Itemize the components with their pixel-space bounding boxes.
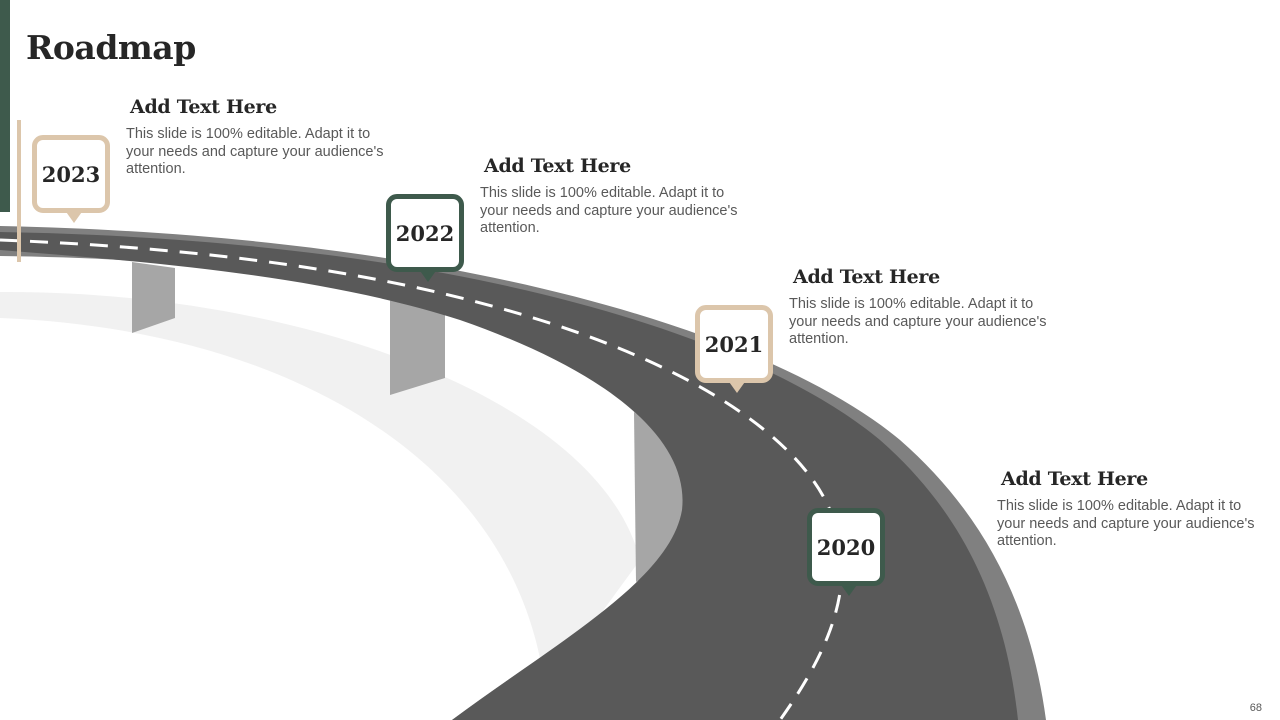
marker-pin-icon	[64, 209, 84, 223]
milestone-heading: Add Text Here	[1001, 468, 1148, 490]
year-label: 2023	[32, 135, 110, 213]
year-label: 2021	[695, 305, 773, 383]
year-marker-2022: 2022	[386, 194, 464, 282]
milestone-body: This slide is 100% editable. Adapt it to…	[126, 126, 384, 177]
marker-pin-icon	[839, 582, 859, 596]
milestone-text-2021: Add Text Here This slide is 100% editabl…	[789, 266, 1059, 349]
road-post	[17, 120, 21, 262]
slide-title: Roadmap	[26, 28, 196, 67]
road-center-line	[0, 238, 844, 720]
milestone-body: This slide is 100% editable. Adapt it to…	[789, 296, 1047, 347]
pillar-2	[390, 300, 445, 395]
milestone-heading: Add Text Here	[793, 266, 940, 288]
milestone-text-2022: Add Text Here This slide is 100% editabl…	[480, 155, 750, 238]
milestone-body: This slide is 100% editable. Adapt it to…	[997, 498, 1255, 549]
milestone-heading: Add Text Here	[130, 96, 277, 118]
year-label: 2022	[386, 194, 464, 272]
marker-pin-icon	[418, 268, 438, 282]
milestone-text-2020: Add Text Here This slide is 100% editabl…	[997, 468, 1267, 551]
road-surface	[0, 232, 1018, 720]
year-marker-2023: 2023	[32, 135, 110, 223]
milestone-text-2023: Add Text Here This slide is 100% editabl…	[126, 96, 396, 179]
year-label: 2020	[807, 508, 885, 586]
year-marker-2020: 2020	[807, 508, 885, 596]
year-marker-2021: 2021	[695, 305, 773, 393]
page-number: 68	[1249, 702, 1262, 714]
milestone-heading: Add Text Here	[484, 155, 631, 177]
pillar-1	[132, 262, 175, 333]
road-shadow	[0, 291, 640, 690]
milestone-body: This slide is 100% editable. Adapt it to…	[480, 185, 738, 236]
marker-pin-icon	[727, 379, 747, 393]
accent-bar	[0, 0, 10, 212]
